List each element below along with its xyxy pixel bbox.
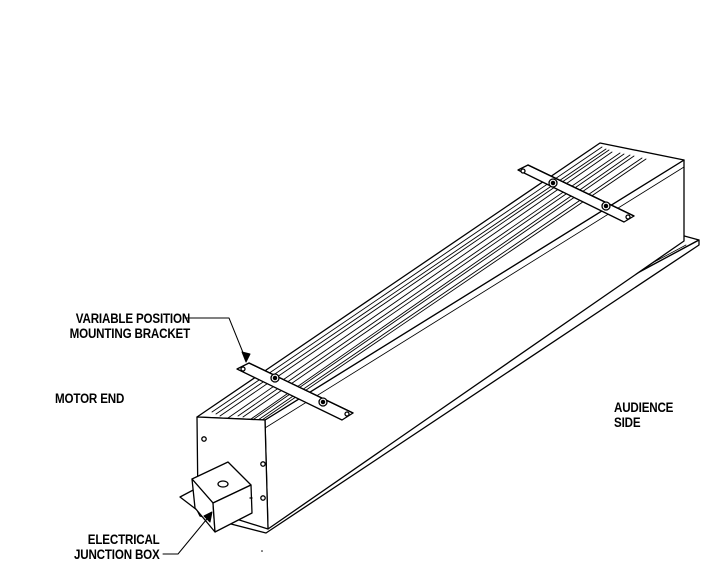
near-bracket-drawing	[236, 362, 354, 421]
stray-dot	[261, 550, 263, 552]
bracket-label: VARIABLE POSITION MOUNTING BRACKET	[69, 311, 191, 341]
far-bracket-drawing	[517, 164, 635, 223]
audience-label-line-1: AUDIENCE	[614, 400, 674, 415]
bracket-label-line-2: MOUNTING BRACKET	[69, 326, 191, 341]
motor-end-text: MOTOR END	[55, 391, 125, 406]
bracket-label-line-1: VARIABLE POSITION	[75, 311, 190, 326]
audience-side-label: AUDIENCE SIDE	[614, 400, 673, 430]
junction-label-line-1: ELECTRICAL	[88, 532, 160, 547]
motor-end-label: MOTOR END	[55, 391, 124, 406]
audience-label-line-2: SIDE	[614, 415, 641, 430]
leader-lines	[162, 317, 251, 555]
junction-box-label: ELECTRICAL JUNCTION BOX	[74, 532, 160, 562]
mounting-rails	[211, 146, 647, 421]
junction-label-line-2: JUNCTION BOX	[74, 547, 160, 562]
